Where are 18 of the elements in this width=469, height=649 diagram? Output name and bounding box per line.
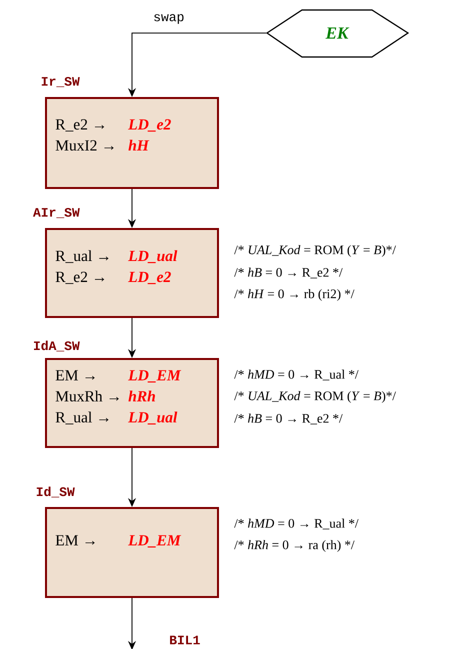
comment: /* UAL_Kod = ROM (Y = B)*/: [234, 245, 396, 257]
state-label: Id_SW: [36, 486, 75, 498]
process-box: R_ual → LD_ual R_e2 → LD_e2: [45, 228, 219, 318]
comment: /* hRh = 0 → ra (rh) */: [234, 540, 355, 552]
state-label: AIr_SW: [33, 208, 80, 218]
comment: /* hMD = 0 → R_ual */: [234, 518, 359, 530]
comment: /* hB = 0 → R_e2 */: [234, 414, 343, 424]
process-box: EM → LD_EM MuxRh → hRh R_ual → LD_ual: [45, 358, 219, 448]
state-label: IdA_SW: [34, 340, 80, 352]
state-label: Ir_SW: [42, 76, 80, 88]
comment: /* hB = 0 → R_e2 */: [234, 268, 343, 278]
comment: /* UAL_Kod = ROM (Y = B)*/: [234, 391, 396, 403]
comment: /* hH = 0 → rb (ri2) */: [234, 289, 354, 301]
comment: /* hMD = 0 → R_ual */: [234, 370, 359, 380]
edge-label: BIL1: [168, 634, 202, 646]
edge-label: swap: [152, 13, 186, 25]
process-box: R_e2 → LD_e2 MuxI2 → hH: [45, 97, 219, 189]
process-box: EM → LD_EM: [45, 507, 219, 598]
